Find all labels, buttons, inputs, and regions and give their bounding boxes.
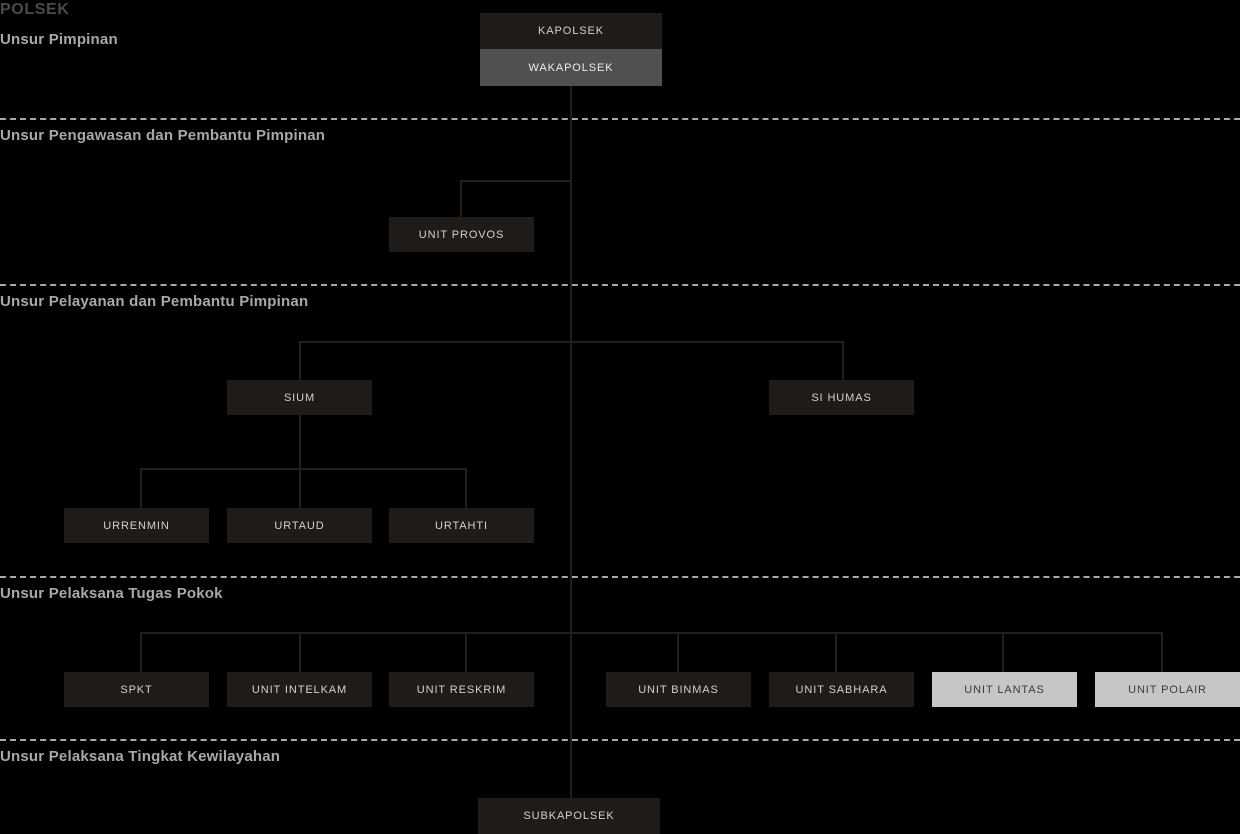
divider-pelaksana-tugas	[0, 739, 1240, 741]
node-kapolsek[interactable]: KAPOLSEK	[480, 13, 662, 49]
node-si-humas[interactable]: SI HUMAS	[769, 380, 914, 415]
connector-ur-horizontal	[140, 468, 466, 470]
node-unit-reskrim[interactable]: UNIT RESKRIM	[389, 672, 534, 707]
trunk-line-main	[570, 85, 572, 798]
divider-pimpinan	[0, 118, 1240, 120]
page-title: POLSEK	[0, 1, 70, 18]
connector-sabhara-drop	[835, 632, 837, 672]
node-urtaud[interactable]: URTAUD	[227, 508, 372, 543]
section-label-pimpinan: Unsur Pimpinan	[0, 31, 118, 48]
connector-sium-drop	[299, 341, 301, 380]
section-label-pelaksana-kewilayahan: Unsur Pelaksana Tingkat Kewilayahan	[0, 748, 281, 765]
node-unit-sabhara[interactable]: UNIT SABHARA	[769, 672, 914, 707]
connector-urtahti-drop	[465, 468, 467, 508]
connector-polair-drop	[1161, 632, 1163, 672]
node-unit-binmas[interactable]: UNIT BINMAS	[606, 672, 751, 707]
node-subkapolsek[interactable]: SUBKAPOLSEK	[478, 798, 660, 834]
connector-lantas-drop	[1002, 632, 1004, 672]
divider-pengawasan	[0, 284, 1240, 286]
connector-binmas-drop	[677, 632, 679, 672]
connector-pelayanan-horizontal	[299, 341, 844, 343]
connector-spkt-drop	[140, 632, 142, 672]
divider-pelayanan	[0, 576, 1240, 578]
connector-intelkam-drop	[299, 632, 301, 672]
node-unit-provos[interactable]: UNIT PROVOS	[389, 217, 534, 252]
section-label-pelaksana-tugas: Unsur Pelaksana Tugas Pokok	[0, 585, 223, 602]
connector-reskrim-drop	[465, 632, 467, 672]
node-spkt[interactable]: SPKT	[64, 672, 209, 707]
node-urtahti[interactable]: URTAHTI	[389, 508, 534, 543]
connector-urtaud-drop	[299, 468, 301, 508]
section-label-pelayanan: Unsur Pelayanan dan Pembantu Pimpinan	[0, 293, 309, 310]
node-unit-intelkam[interactable]: UNIT INTELKAM	[227, 672, 372, 707]
node-sium[interactable]: SIUM	[227, 380, 372, 415]
node-urrenmin[interactable]: URRENMIN	[64, 508, 209, 543]
node-wakapolsek[interactable]: WAKAPOLSEK	[480, 49, 662, 86]
connector-provos-horizontal	[460, 180, 572, 182]
connector-sium-stem	[299, 415, 301, 470]
connector-sihumas-drop	[842, 341, 844, 380]
connector-provos-drop	[460, 180, 462, 217]
connector-pelaksana-horizontal	[140, 632, 1162, 634]
node-unit-lantas[interactable]: UNIT LANTAS	[932, 672, 1077, 707]
node-unit-polair[interactable]: UNIT POLAIR	[1095, 672, 1240, 707]
connector-urrenmin-drop	[140, 468, 142, 508]
section-label-pengawasan: Unsur Pengawasan dan Pembantu Pimpinan	[0, 127, 326, 144]
